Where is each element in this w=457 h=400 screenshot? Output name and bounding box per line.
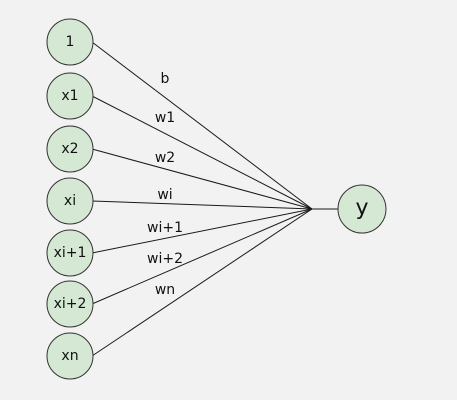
input-node-circle	[46, 18, 94, 66]
input-node-circle	[46, 332, 94, 380]
weight-labels: b w1 w2 wi wi+1 wi+2 wn	[147, 71, 183, 298]
input-node-label: xn	[61, 348, 78, 364]
input-node-xi: xi	[46, 177, 94, 225]
input-node-label: x1	[61, 88, 78, 104]
input-node-label: xi+1	[54, 245, 87, 261]
weight-label-xn: wn	[155, 282, 175, 298]
input-node-x2: x2	[46, 125, 94, 173]
weight-label-xi-2: wi+2	[147, 251, 183, 267]
weight-label-bias: b	[161, 71, 170, 87]
input-node-label: 1	[66, 34, 75, 50]
input-node-xn: xn	[46, 332, 94, 380]
input-node-circle	[46, 72, 94, 120]
edge-x2	[91, 148, 313, 210]
input-node-label: xi+2	[54, 296, 87, 312]
input-node-circle	[46, 229, 94, 277]
output-node: y	[337, 184, 387, 234]
edge-xi	[91, 200, 313, 210]
weight-label-xi: wi	[157, 187, 172, 203]
input-node-circle	[46, 125, 94, 173]
input-node-circle	[46, 280, 94, 328]
weight-label-x1: w1	[155, 110, 175, 126]
input-node-label: x2	[61, 141, 78, 157]
output-node-label: y	[355, 196, 368, 221]
weight-label-xi-1: wi+1	[147, 220, 183, 236]
edge-xi-1	[91, 208, 313, 254]
input-node-bias: 1	[46, 18, 94, 66]
input-nodes: 1 x1 x2 xi xi+1 xi+2 xn	[46, 18, 94, 380]
edge-xn	[91, 208, 313, 357]
weighted-edges	[91, 41, 313, 357]
input-node-label: xi	[64, 193, 76, 209]
output-node-circle	[337, 184, 387, 234]
input-node-xi-2: xi+2	[46, 280, 94, 328]
input-node-x1: x1	[46, 72, 94, 120]
weight-label-x2: w2	[155, 150, 175, 166]
input-node-circle	[46, 177, 94, 225]
input-node-xi-1: xi+1	[46, 229, 94, 277]
edge-xi-2	[91, 208, 313, 305]
edge-bias	[91, 41, 313, 210]
edge-x1	[91, 95, 313, 210]
